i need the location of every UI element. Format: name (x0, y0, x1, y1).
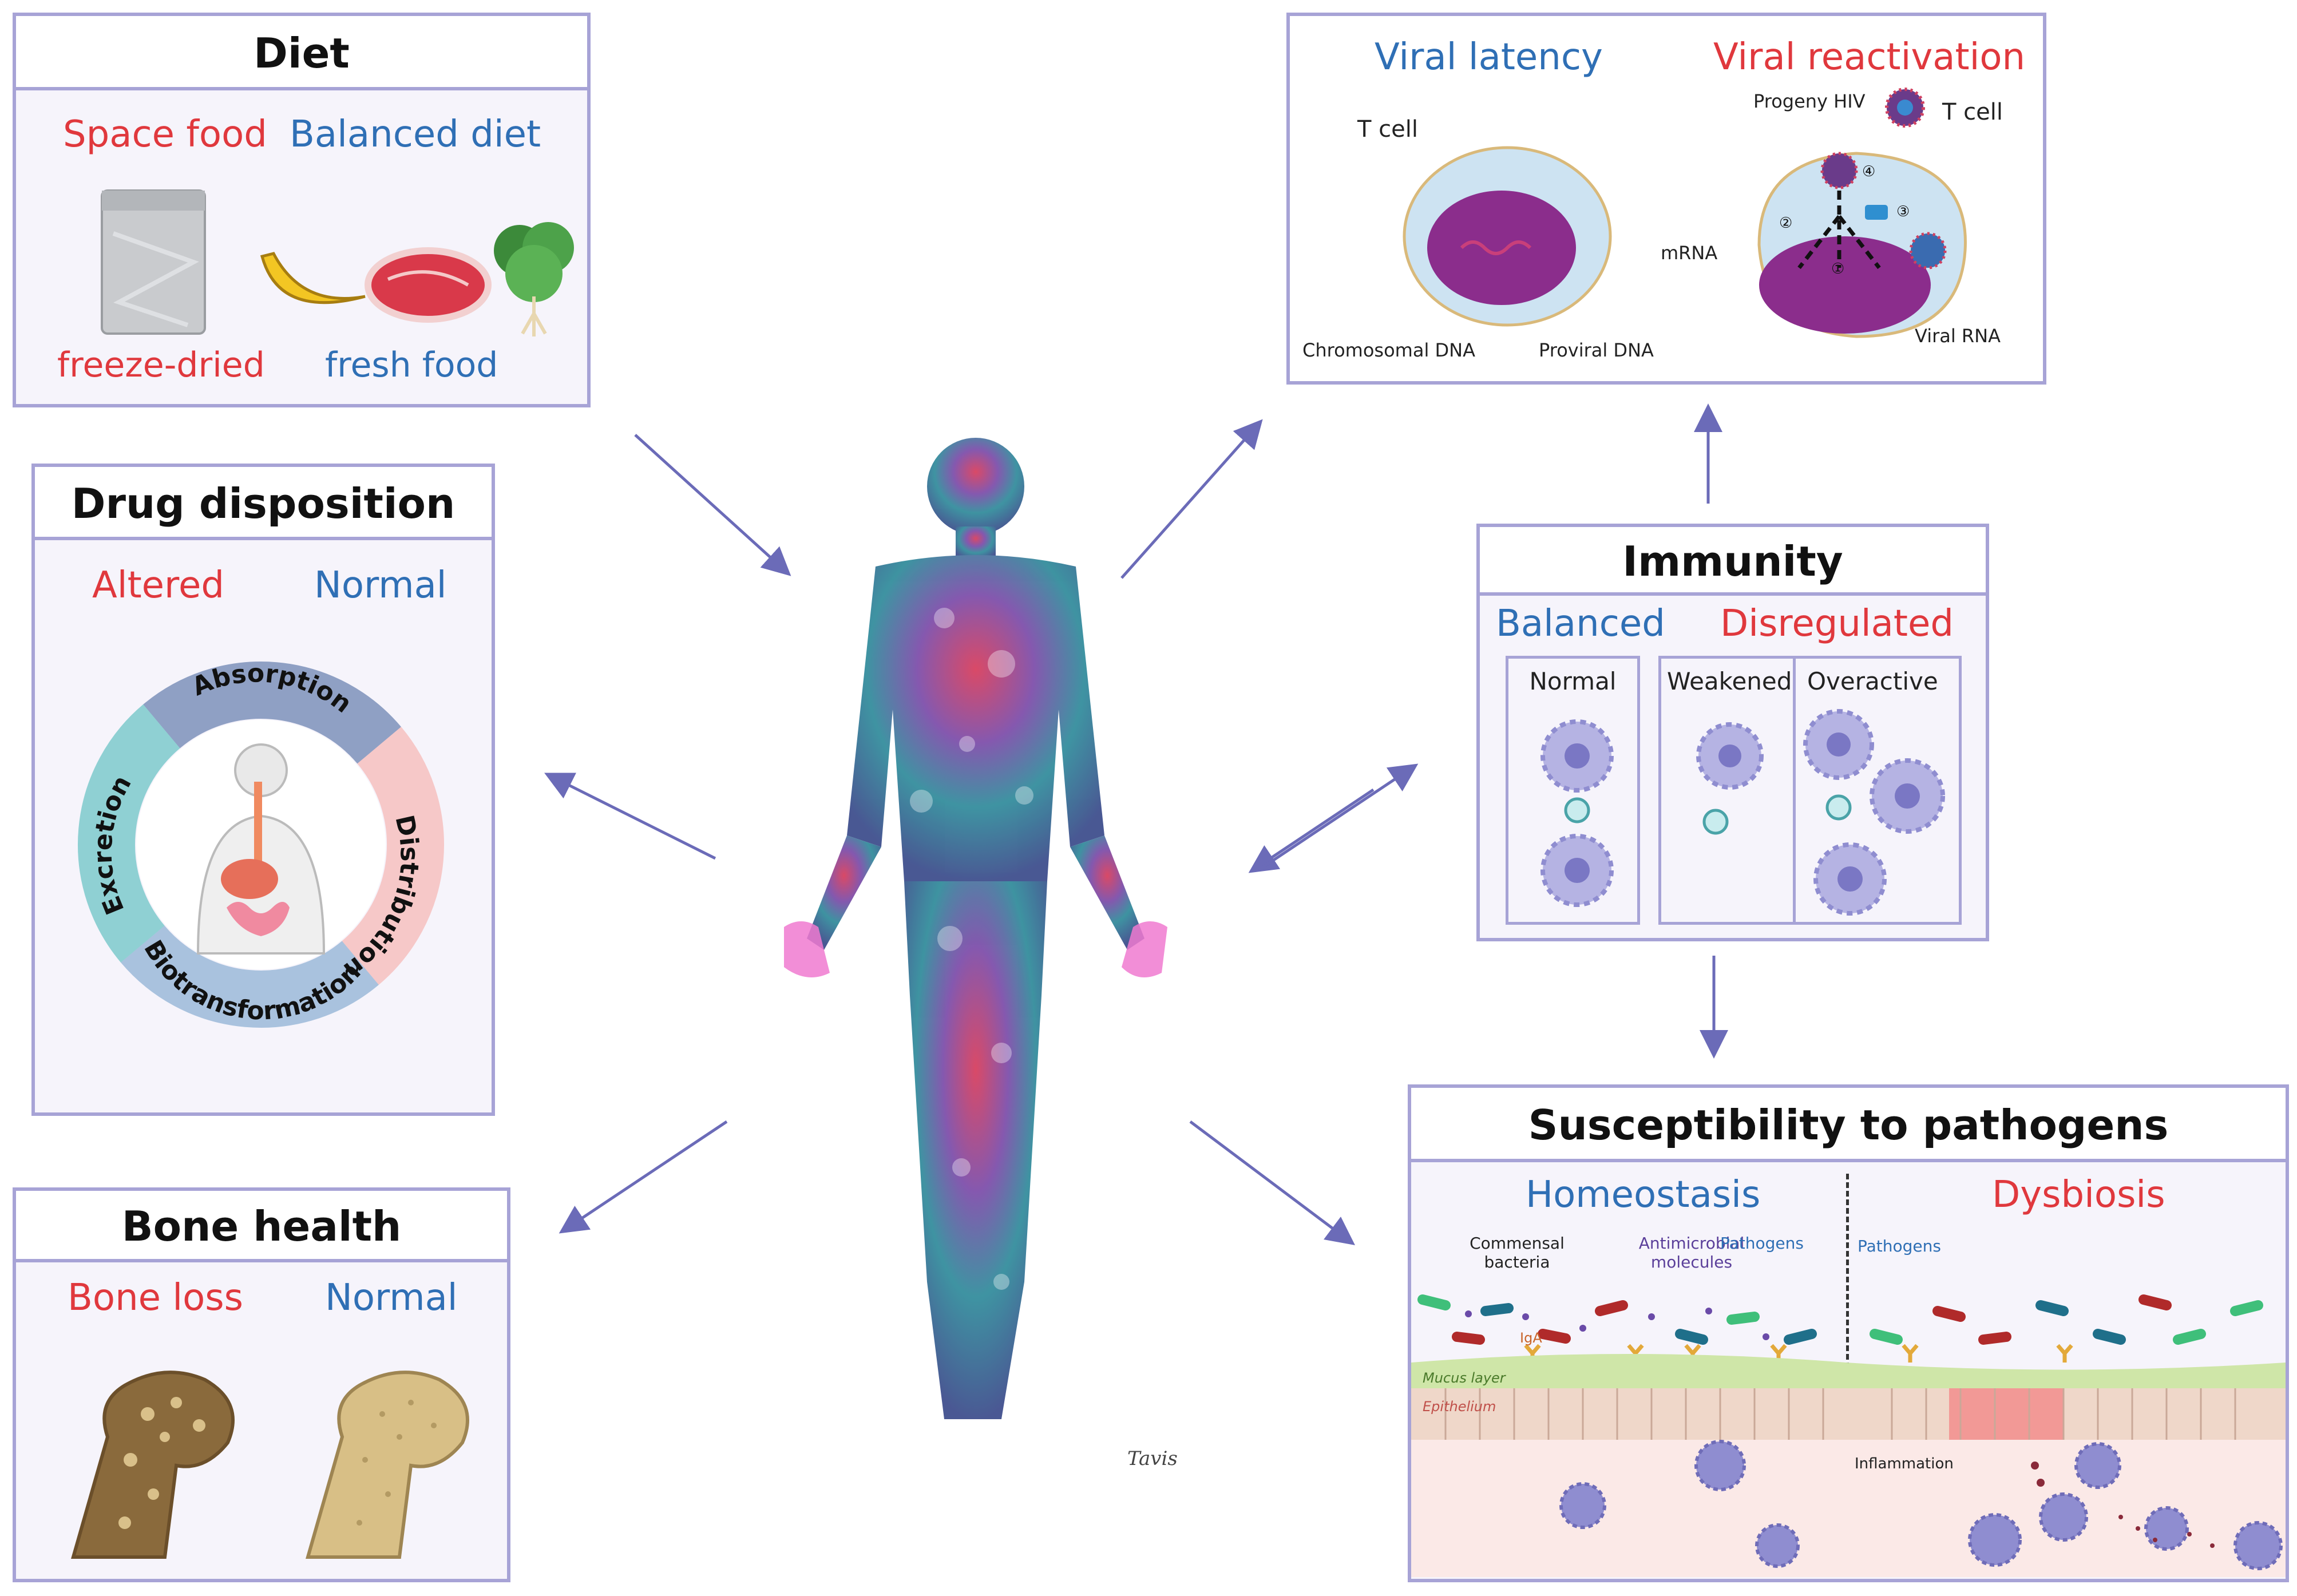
disregulated-box: Weakened Overactive (1658, 656, 1962, 925)
step-4-label: ④ (1862, 163, 1875, 180)
space-food-heading: Space food (63, 113, 267, 156)
altered-heading: Altered (92, 564, 224, 607)
viral-rna-label: Viral RNA (1915, 325, 2001, 347)
immunity-panel: Immunity Balanced Disregulated Normal We… (1476, 524, 1989, 941)
viral-latency-heading: Viral latency (1375, 36, 1603, 78)
drug-title: Drug disposition (35, 467, 492, 540)
chromosomal-dna-label: Chromosomal DNA (1302, 339, 1475, 361)
progeny-hiv-virion-icon (1885, 88, 1925, 128)
osteoporotic-bone-icon (71, 1371, 235, 1559)
artist-signature: Tavis (1127, 1447, 1178, 1470)
balanced-diet-heading: Balanced diet (290, 113, 541, 156)
normal-box: Normal (1506, 656, 1640, 925)
bone-normal-heading: Normal (325, 1277, 458, 1319)
freeze-dried-pouch-icon (101, 189, 206, 335)
gut-lumen-illustration: IgA Mucus layer Epithelium Inflammation (1411, 1294, 2286, 1577)
homeostasis-heading: Homeostasis (1526, 1174, 1761, 1216)
bone-title: Bone health (16, 1191, 507, 1262)
normal-heading: Normal (314, 564, 447, 607)
step-1-label: ① (1831, 260, 1844, 278)
antimicrobial-label: Antimicrobial molecules (1638, 1234, 1745, 1272)
step-2-label: ② (1779, 215, 1792, 232)
bone-health-panel: Bone health Bone loss Normal (13, 1187, 510, 1582)
disregulated-heading: Disregulated (1720, 603, 1954, 645)
reactivating-t-cell-icon: ① ② ③ ④ (1757, 152, 1967, 338)
balanced-heading: Balanced (1496, 603, 1665, 645)
epithelium-label: Epithelium (1423, 1399, 1496, 1415)
progeny-hiv-label: Progeny HIV (1753, 90, 1866, 112)
pathogens-left-label: Pathogens (1720, 1234, 1804, 1253)
arrow-body-to-viral (1120, 419, 1263, 579)
diet-title: Diet (16, 16, 587, 90)
normal-immune-cells-icon (1540, 719, 1614, 907)
freeze-dried-caption: freeze-dried (57, 345, 265, 385)
inflammation-label: Inflammation (1855, 1455, 1954, 1472)
immunity-title: Immunity (1480, 527, 1986, 596)
dysbiosis-heading: Dysbiosis (1992, 1174, 2165, 1216)
step-3-label: ③ (1896, 203, 1910, 220)
t-cell-right-label: T cell (1942, 99, 2003, 125)
arrow-body-to-susceptibility (1189, 1120, 1355, 1245)
viral-panel: Viral latency Viral reactivation T cell … (1286, 13, 2046, 385)
overactive-label: Overactive (1807, 667, 1938, 695)
human-body-microbiome-figure: Tavis (784, 438, 1178, 1470)
pathogens-right-label: Pathogens (1858, 1237, 1941, 1256)
latent-t-cell-icon (1403, 146, 1612, 327)
arrow-body-to-immunity (1258, 763, 1419, 872)
weakened-label: Weakened (1667, 667, 1792, 695)
adme-ring-diagram: Absorption Distribution Biotransformatio… (78, 659, 444, 1028)
susceptibility-panel: Susceptibility to pathogens Homeostasis … (1408, 1084, 2289, 1582)
drug-disposition-panel: Drug disposition Altered Normal Absorpti… (31, 464, 495, 1116)
bone-loss-heading: Bone loss (68, 1277, 243, 1319)
proviral-dna-label: Proviral DNA (1539, 339, 1654, 361)
fresh-food-caption: fresh food (325, 345, 498, 385)
arrow-immunity-to-body (1248, 788, 1375, 873)
weakened-immune-cells-icon (1696, 722, 1764, 835)
lettuce-icon (494, 222, 574, 336)
arrow-body-to-bone (559, 1120, 728, 1234)
commensal-bacteria-label: Commensal bacteria (1470, 1234, 1565, 1272)
mucus-layer-label: Mucus layer (1423, 1370, 1507, 1386)
arrow-diet-to-body (634, 434, 791, 576)
viral-reactivation-heading: Viral reactivation (1713, 36, 2026, 78)
steak-icon (365, 247, 492, 323)
overactive-immune-cells-icon (1803, 709, 1945, 916)
banana-icon (260, 252, 366, 304)
normal-bone-icon (306, 1371, 469, 1559)
susceptibility-title: Susceptibility to pathogens (1411, 1088, 2286, 1162)
mrna-label: mRNA (1661, 242, 1718, 264)
normal-label: Normal (1529, 667, 1617, 695)
t-cell-left-label: T cell (1357, 116, 1418, 142)
arrow-body-to-drug (544, 773, 716, 860)
iga-label: IgA (1520, 1330, 1542, 1346)
diet-panel: Diet Space food Balanced diet freeze-dri… (13, 13, 591, 407)
